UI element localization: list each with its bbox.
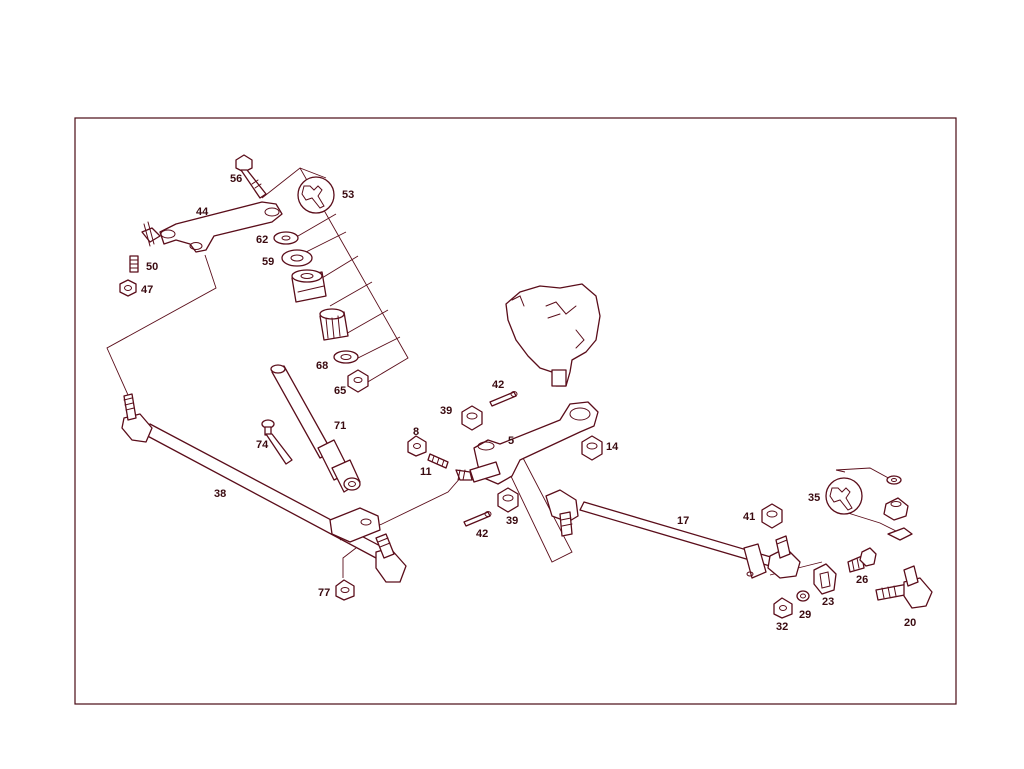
- callout-11: 11: [420, 466, 432, 478]
- wrench-35: [825, 477, 863, 515]
- callout-5: 5: [508, 435, 514, 447]
- callout-74: 74: [256, 439, 269, 451]
- callout-77: 77: [318, 587, 330, 599]
- callout-71: 71: [334, 420, 346, 432]
- pitman-arm: [455, 401, 599, 485]
- callout-56: 56: [230, 173, 242, 185]
- callout-14: 14: [606, 441, 619, 453]
- sleeve-upper: [291, 269, 327, 303]
- callout-26: 26: [856, 574, 868, 586]
- callout-47: 47: [141, 284, 153, 296]
- clip-35: [887, 527, 913, 541]
- callout-53: 53: [342, 189, 354, 201]
- callout-32: 32: [776, 621, 788, 633]
- track-rod: [545, 489, 801, 579]
- washer-68: [333, 350, 359, 364]
- nut-41: [761, 503, 783, 529]
- nut-39-lower: [497, 487, 519, 513]
- clamp-23: [813, 563, 837, 595]
- center-track-rod: [121, 393, 407, 583]
- nut-47: [119, 279, 137, 297]
- bushing-59: [281, 249, 313, 267]
- washer-29: [796, 590, 810, 602]
- cotter-pin-lower: [463, 511, 492, 527]
- idler-arm: [159, 201, 283, 253]
- callout-38: 38: [214, 488, 226, 500]
- bolt-26: [847, 547, 877, 573]
- callout-50: 50: [146, 261, 158, 273]
- diagram-frame: [74, 117, 957, 705]
- cotter-pin-upper: [489, 391, 518, 407]
- steering-damper: [270, 364, 361, 493]
- nut-65: [347, 369, 369, 393]
- callout-35: 35: [808, 492, 820, 504]
- nut-14: [581, 435, 603, 461]
- callout-59: 59: [262, 256, 274, 268]
- callout-23: 23: [822, 596, 834, 608]
- splined-shaft: [319, 308, 349, 341]
- callout-41: 41: [743, 511, 755, 523]
- callout-20: 20: [904, 617, 916, 629]
- nut-32: [773, 597, 793, 619]
- idler-stud: [141, 221, 161, 247]
- wrench-icon: [829, 487, 853, 511]
- nut-8: [407, 435, 427, 457]
- bolt-56: [235, 154, 267, 199]
- washer-35-top: [886, 475, 902, 485]
- bolt-11: [427, 453, 449, 469]
- washer-62: [273, 231, 299, 245]
- tie-rod-end-20: [875, 565, 933, 609]
- callout-42-lower: 42: [476, 528, 488, 540]
- callout-68: 68: [316, 360, 328, 372]
- bolt-50: [129, 255, 139, 273]
- callout-29: 29: [799, 609, 811, 621]
- leader-lines: [106, 167, 901, 578]
- callout-17: 17: [677, 515, 689, 527]
- nut-77: [335, 579, 355, 601]
- callout-8: 8: [413, 426, 419, 438]
- wrench-53: [297, 176, 335, 214]
- steering-gearbox: [505, 283, 601, 387]
- bolt-74: [261, 419, 293, 465]
- wrench-icon: [301, 185, 325, 209]
- callout-44: 44: [196, 206, 209, 218]
- callouts: 56 53 44 62 59 50 47 68 65 71 74 38 77 4…: [141, 173, 916, 633]
- callout-62: 62: [256, 234, 268, 246]
- nut-39-upper: [461, 405, 483, 431]
- callout-39-lower: 39: [506, 515, 518, 527]
- callout-42-upper: 42: [492, 379, 504, 391]
- bushing-35: [883, 497, 909, 521]
- callout-65: 65: [334, 385, 346, 397]
- callout-39-upper: 39: [440, 405, 452, 417]
